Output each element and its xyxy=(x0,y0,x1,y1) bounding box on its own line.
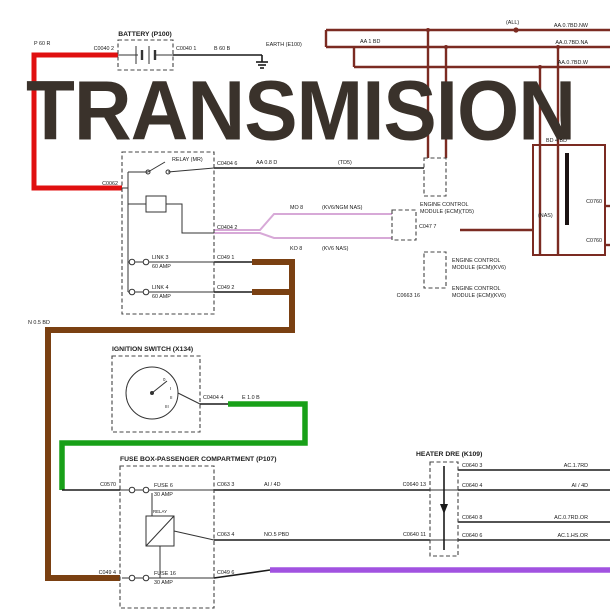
diagram-labels: BATTERY (P100) P 60 R C0040 2 C0040 1 B … xyxy=(28,20,602,586)
connector-label: C0640 13 xyxy=(403,482,426,488)
wire-label: AA.0.7BD.W xyxy=(558,60,589,66)
connector-label: C049 1 xyxy=(217,255,234,261)
connector-label: C047 7 xyxy=(419,224,436,230)
connector-label: C0640 11 xyxy=(403,532,426,538)
connector-label: C049 6 xyxy=(217,570,234,576)
fuse16-symbol xyxy=(122,574,214,582)
ecm-connector-b xyxy=(391,209,417,241)
module-label: ENGINE CONTROL xyxy=(452,286,501,292)
wire-label: B 60 B xyxy=(214,46,231,52)
wire-label: AA.0.7BD.NW xyxy=(554,23,589,29)
main-relay-symbol xyxy=(122,161,215,292)
connector-label: C0062 xyxy=(102,181,118,187)
connector-label: C0760 xyxy=(586,238,602,244)
fuse-rating-label: 60 AMP xyxy=(152,294,171,300)
fuse-rating-label: 60 AMP xyxy=(152,264,171,270)
ignition-title-label: IGNITION SWITCH (X134) xyxy=(112,346,193,353)
page-title: TRANSMISION xyxy=(26,63,576,158)
connector-label: C0640 4 xyxy=(462,483,482,489)
fuse-name-label: LINK 4 xyxy=(152,285,168,291)
ecm-connector-a xyxy=(423,157,447,197)
fuse-name-label: FUSE 16 xyxy=(154,571,176,577)
connector-label: C0040 1 xyxy=(176,46,196,52)
green-wire xyxy=(59,401,308,490)
connector-label: C049 4 xyxy=(99,570,116,576)
red-power-wire xyxy=(31,52,122,191)
wire-label: AA.0.7BD.NA xyxy=(555,40,588,46)
connector-label: C063 3 xyxy=(217,482,234,488)
module-label: ENGINE CONTROL xyxy=(420,202,469,208)
wire-label: AA 1 BD xyxy=(360,39,380,45)
brown-wire xyxy=(45,259,295,581)
connector-label: C0404 6 xyxy=(217,161,237,167)
wire-label: MO 8 xyxy=(290,205,303,211)
fusebox-title-label: FUSE BOX-PASSENGER COMPARTMENT (P107) xyxy=(120,456,276,463)
wire-label: AA 0.8 D xyxy=(256,160,277,166)
wire-label: E 1.0 B xyxy=(242,395,260,401)
wire-note-label: (TD5) xyxy=(338,160,352,166)
connector-label: C0640 6 xyxy=(462,533,482,539)
module-label: MODULE (ECM)(TD5) xyxy=(420,209,474,215)
pink-wire-2 xyxy=(214,232,392,239)
wire-label: BD 4 BD xyxy=(546,138,567,144)
heater-arrow-icon xyxy=(430,466,458,550)
fuse-name-label: FUSE 6 xyxy=(154,483,173,489)
module-label: MODULE (ECM)(KV6) xyxy=(452,293,506,299)
connector-label: C0640 3 xyxy=(462,463,482,469)
switch-position-label: I xyxy=(170,386,171,391)
junction-label: (ALL) xyxy=(506,20,519,26)
pink-wire-1 xyxy=(214,213,392,231)
fusebox-relay-symbol xyxy=(145,493,215,578)
wire-label: N 0.5 BD xyxy=(28,320,50,326)
wire-label: AI / 4D xyxy=(264,482,281,488)
ecm-connector-c xyxy=(423,251,447,289)
connector-label: C0404 4 xyxy=(203,395,223,401)
wire-label: AC.1.7RD xyxy=(564,463,588,469)
nas-box xyxy=(532,144,610,256)
link4-fuse-symbol xyxy=(128,288,214,296)
wire-label: P 60 R xyxy=(34,41,50,47)
battery-symbol xyxy=(118,46,173,64)
switch-position-label: II xyxy=(170,395,172,400)
battery-title-label: BATTERY (P100) xyxy=(118,31,172,38)
power-bus-wires xyxy=(324,27,610,255)
switch-position-label: 0 xyxy=(163,377,166,382)
connector-label: C0663 16 xyxy=(397,293,420,299)
relay-label: RELAY (MR) xyxy=(172,157,203,163)
earth-label: EARTH (E100) xyxy=(266,42,302,48)
fuse6-symbol xyxy=(120,486,214,494)
note-label: (NAS) xyxy=(538,213,553,219)
connector-label: C049 2 xyxy=(217,285,234,291)
wire-label: AI / 4D xyxy=(572,483,589,489)
ignition-rotary-symbol xyxy=(125,366,201,420)
wire-label: AC.1.HS.OR xyxy=(557,533,588,539)
heater-title-label: HEATER DRE (K109) xyxy=(416,451,482,458)
fuse-rating-label: 30 AMP xyxy=(154,492,173,498)
connector-label: C0040 2 xyxy=(94,46,114,52)
connector-label: C0640 8 xyxy=(462,515,482,521)
switch-position-label: III xyxy=(165,404,169,409)
ground-icon xyxy=(256,55,268,69)
fuse-name-label: LINK 3 xyxy=(152,255,168,261)
connector-label: C0570 xyxy=(100,482,116,488)
wire-note-label: (KV6/NGM NAS) xyxy=(322,205,363,211)
wire-note-label: (KV6 NAS) xyxy=(322,246,349,252)
wire-label: AC.0.7RD.OR xyxy=(554,515,588,521)
connector-label: C063 4 xyxy=(217,532,234,538)
module-label: ENGINE CONTROL xyxy=(452,258,501,264)
connector-label: C0404 2 xyxy=(217,225,237,231)
wire-label: NO.5 PBD xyxy=(264,532,289,538)
connector-label: C0760 xyxy=(586,199,602,205)
wire-label: KO 8 xyxy=(290,246,302,252)
relay-label: RELAY xyxy=(153,509,167,514)
link3-fuse-symbol xyxy=(128,258,214,266)
module-label: MODULE (ECM)(KV6) xyxy=(452,265,506,271)
fuse-rating-label: 30 AMP xyxy=(154,580,173,586)
